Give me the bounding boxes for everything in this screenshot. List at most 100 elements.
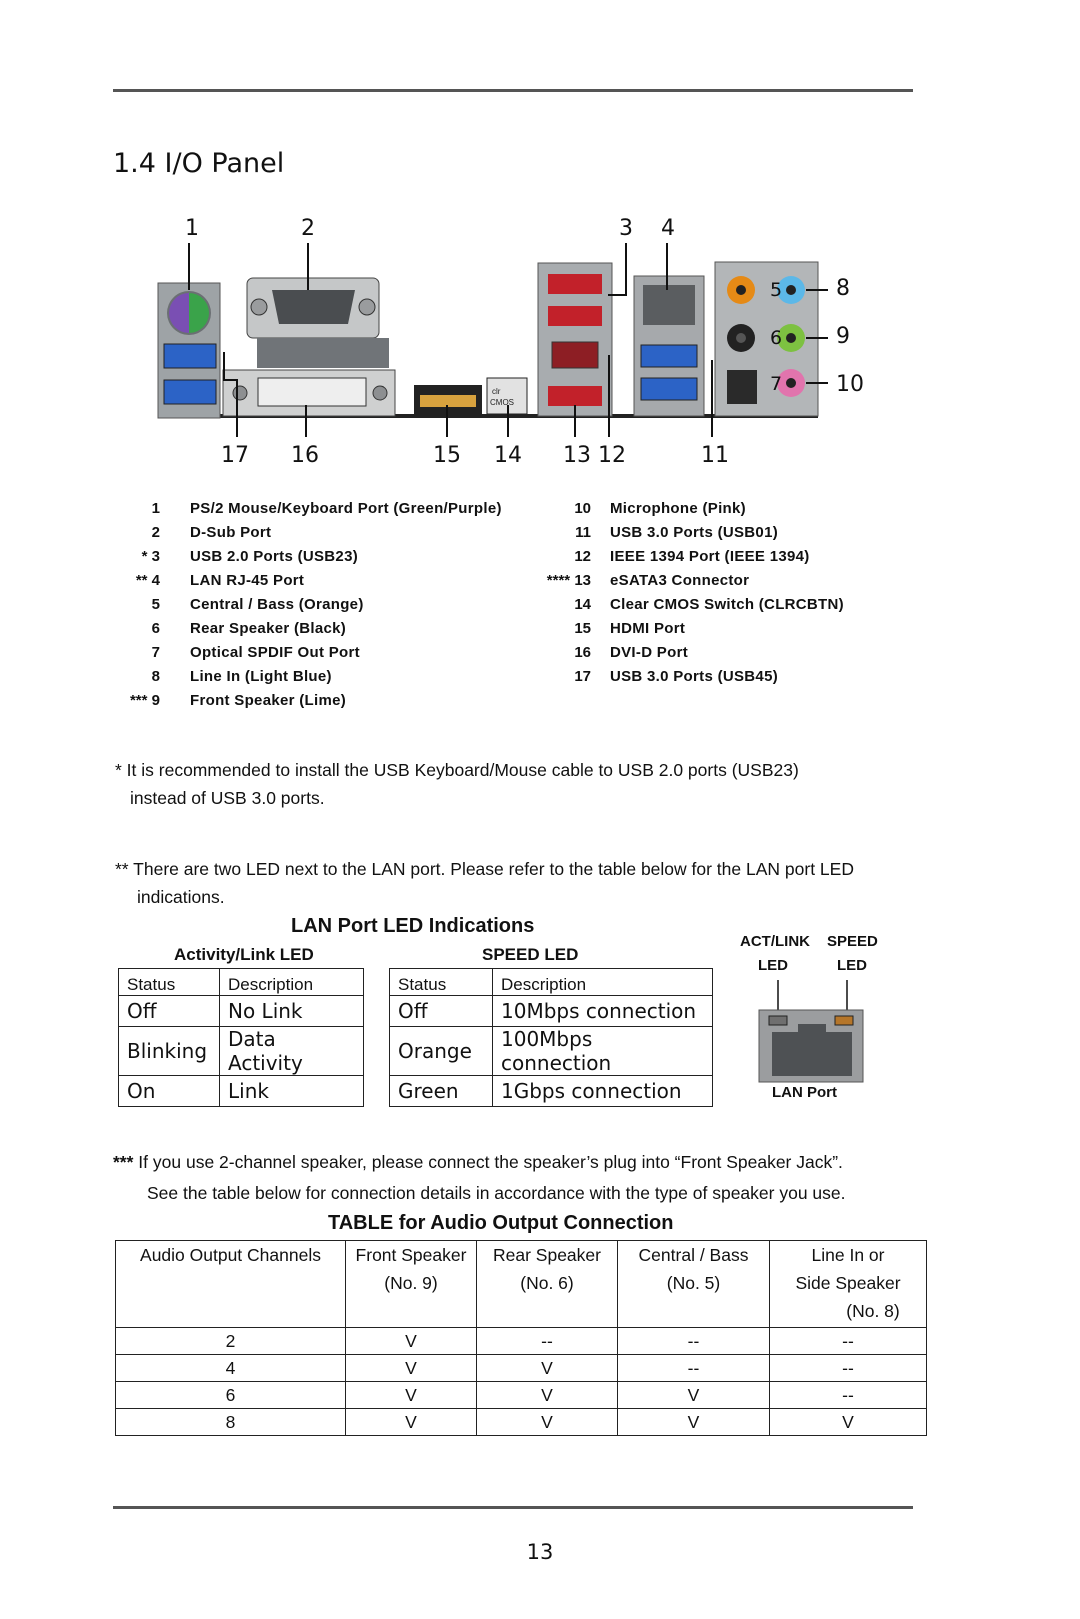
callout-1: 1 [185,216,199,241]
legend-text: LAN RJ-45 Port [190,572,305,589]
header-line-in: Line In or Side Speaker (No. 8) [769,1240,927,1328]
header-channels: Audio Output Channels [115,1240,346,1328]
cell: V [345,1381,477,1409]
cell: V [617,1408,770,1436]
table-row: 8 V V V V [115,1408,927,1436]
legend-text: IEEE 1394 Port (IEEE 1394) [610,548,810,565]
note-speaker-line1: If you use 2-channel speaker, please con… [133,1152,843,1172]
legend-num: 12 [574,548,591,565]
cell-status: Off [118,995,220,1027]
legend-text: D-Sub Port [190,524,272,541]
header-line: (No. 8) [846,1301,900,1321]
legend-text: USB 2.0 Ports (USB23) [190,548,359,565]
legend-num: 5 [151,596,160,613]
cmos-label-bottom: CMOS [490,398,514,407]
cell-description: Data Activity [219,1026,364,1076]
header-rear-speaker: Rear Speaker (No. 6) [476,1240,618,1328]
legend-text: Microphone (Pink) [610,500,746,517]
cell-description: 100Mbps connection [492,1026,713,1076]
legend-num: 6 [151,620,160,637]
note-lan: ** There are two LED next to the LAN por… [115,855,854,911]
cell: 8 [115,1408,346,1436]
speed-label: SPEED [827,933,878,950]
header-line: Side Speaker [795,1273,901,1293]
header-status: Status [389,968,493,996]
callout-16: 16 [291,443,319,468]
legend-text: PS/2 Mouse/Keyboard Port (Green/Purple) [190,500,502,517]
legend-text: HDMI Port [610,620,686,637]
legend-num: *** 9 [129,692,160,709]
legend-num: * 3 [141,548,160,565]
lan-section-title: LAN Port LED Indications [291,915,535,937]
table-row: Off 10Mbps connection [389,995,713,1027]
cell: V [345,1354,477,1382]
table-row: Off No Link [118,995,364,1027]
table-row: 4 V V -- -- [115,1354,927,1382]
bottom-rule [113,1506,913,1509]
note-usb-line2: instead of USB 3.0 ports. [130,788,325,808]
legend-num: 7 [151,644,160,661]
legend-num: **** 13 [546,572,591,589]
header-channels-label: Audio Output Channels [140,1245,321,1265]
legend-num: 8 [151,668,160,685]
note-usb: * It is recommended to install the USB K… [115,756,799,812]
cell-status: Blinking [118,1026,220,1076]
callout-4: 4 [661,216,675,241]
callout-3: 3 [619,216,633,241]
legend-text: Central / Bass (Orange) [190,596,364,613]
lan-port-icon [758,980,864,1083]
callout-8: 8 [836,276,850,301]
callout-15: 15 [433,443,461,468]
table-row: On Link [118,1075,364,1107]
cell: V [345,1327,477,1355]
table-row: Green 1Gbps connection [389,1075,713,1107]
note-lan-line2: indications. [137,887,225,907]
audio-output-table: Audio Output Channels Front Speaker (No.… [115,1240,927,1436]
legend-num: 11 [575,524,591,541]
cell-status: Off [389,995,493,1027]
callout-14: 14 [494,443,522,468]
legend-text: USB 3.0 Ports (USB01) [610,524,779,541]
legend-num: 1 [151,500,160,517]
cell: -- [769,1381,927,1409]
callout-12: 12 [598,443,626,468]
cell: -- [769,1327,927,1355]
header-description: Description [492,968,713,996]
legend-num: 17 [574,668,591,685]
legend-text: eSATA3 Connector [610,572,750,589]
cell: -- [476,1327,618,1355]
note-lan-line1: ** There are two LED next to the LAN por… [115,859,854,879]
top-rule [113,89,913,92]
header-front-speaker: Front Speaker (No. 9) [345,1240,477,1328]
legend-text: Line In (Light Blue) [190,668,332,685]
legend-text: DVI-D Port [610,644,688,661]
legend-num: 2 [151,524,160,541]
cell: V [617,1381,770,1409]
speed-led-heading: SPEED LED [482,945,579,964]
header-line: (No. 9) [384,1273,438,1293]
table-header-row: Audio Output Channels Front Speaker (No.… [115,1240,927,1328]
legend-text: USB 3.0 Ports (USB45) [610,668,779,685]
cell: -- [617,1354,770,1382]
audio-table-title: TABLE for Audio Output Connection [328,1212,674,1234]
lan-port-label: LAN Port [772,1084,837,1101]
cell: 2 [115,1327,346,1355]
cell-description: 10Mbps connection [492,995,713,1027]
table-header-row: Status Description [389,968,713,996]
cell-description: Link [219,1075,364,1107]
callout-10: 10 [836,372,864,397]
cell: 6 [115,1381,346,1409]
page-number: 13 [526,1540,554,1564]
callout-13: 13 [563,443,591,468]
callout-2: 2 [301,216,315,241]
legend-num: 10 [574,500,591,517]
cell: 4 [115,1354,346,1382]
legend-text: Rear Speaker (Black) [190,620,347,637]
header-line: (No. 5) [666,1273,721,1293]
header-status: Status [118,968,220,996]
callout-11: 11 [701,443,729,468]
legend-text: Optical SPDIF Out Port [190,644,360,661]
table-row: 2 V -- -- -- [115,1327,927,1355]
header-line: (No. 6) [520,1273,574,1293]
cell-description: No Link [219,995,364,1027]
